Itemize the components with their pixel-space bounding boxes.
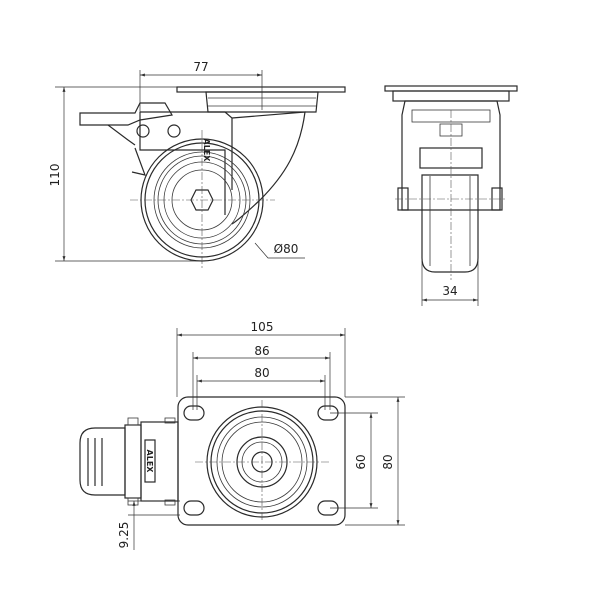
brake-pedal: ALEX xyxy=(79,417,179,506)
fork xyxy=(139,111,306,225)
dim-hole-diameter-label: 9.25 xyxy=(117,522,131,549)
brake-lever xyxy=(79,102,181,176)
dim-hole-spacing-outer-label: 86 xyxy=(254,344,269,358)
dim-height-label: 110 xyxy=(48,164,62,187)
dim-hole-spacing-vertical-label: 60 xyxy=(354,454,368,469)
side-view: ALEX 77 110 Ø80 xyxy=(48,60,346,270)
top-logo: ALEX xyxy=(145,450,154,474)
dim-wheel-width-label: 34 xyxy=(442,284,457,298)
front-view: 34 xyxy=(384,85,518,306)
mounting-holes xyxy=(183,405,339,516)
top-plate xyxy=(176,86,346,113)
dim-hole-spacing-inner-label: 80 xyxy=(254,366,269,380)
dim-wheel-diameter-label: Ø80 xyxy=(274,242,299,256)
dim-offset-label: 77 xyxy=(193,60,208,74)
side-logo: ALEX xyxy=(202,139,211,163)
dim-plate-length-label: 105 xyxy=(251,320,274,334)
top-view: ALEX 105 86 80 60 80 9.25 xyxy=(79,320,405,550)
dim-plate-width-label: 80 xyxy=(381,454,395,469)
